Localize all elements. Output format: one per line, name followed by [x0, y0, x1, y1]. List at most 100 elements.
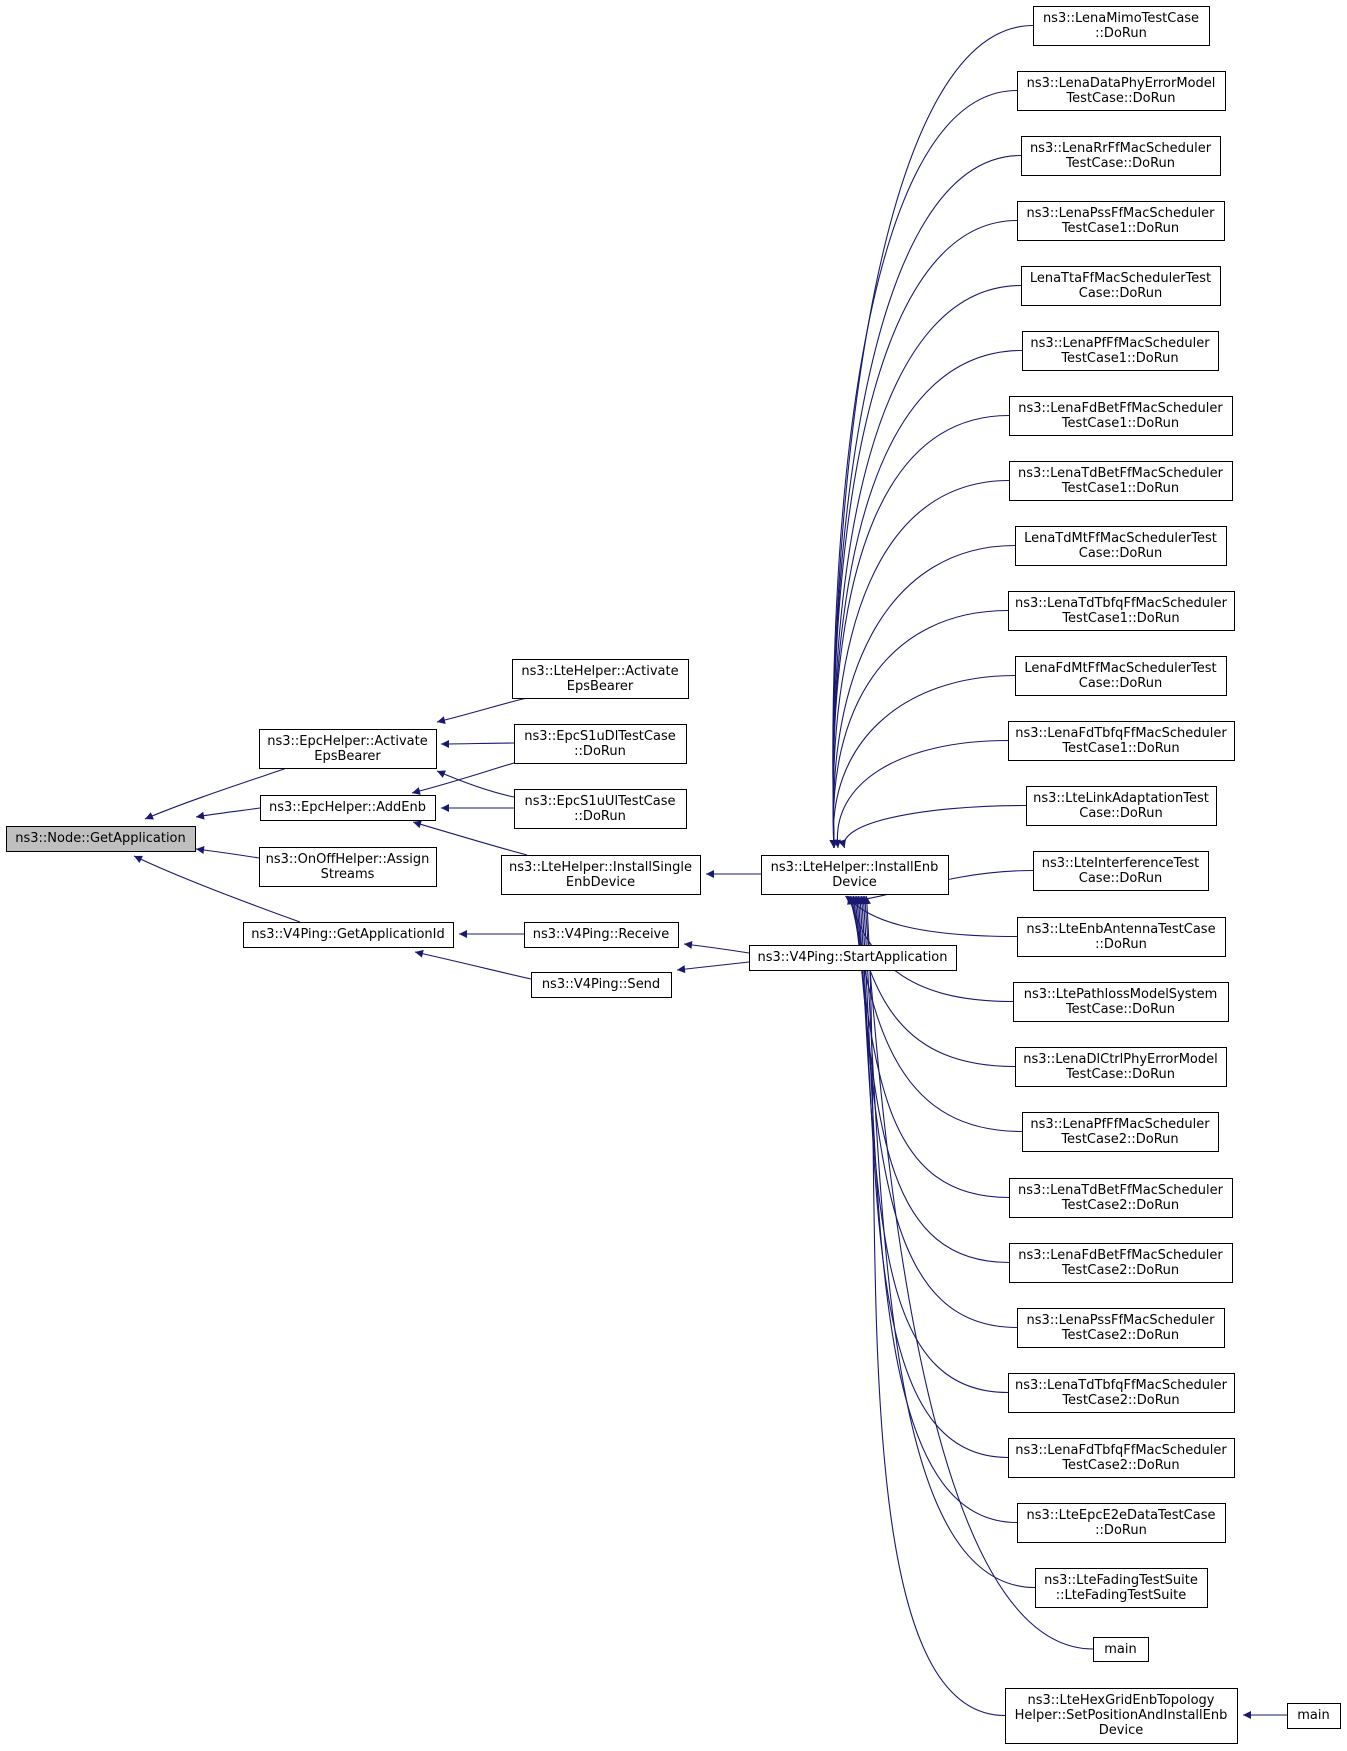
node-label-line: LenaTtaFfMacSchedulerTest: [1029, 270, 1212, 286]
edge-v4ping-start-to-v4ping-send: [676, 961, 750, 974]
node-box-lteinterference: [1033, 851, 1209, 891]
node-label-line: Case::DoRun: [1078, 545, 1163, 561]
node-label-line: TestCase1::DoRun: [1062, 610, 1180, 626]
node-box-main1: [1093, 1637, 1149, 1662]
node-label-line: ns3::LenaTdTbfqFfMacScheduler: [1015, 595, 1227, 611]
node-v4ping-receive[interactable]: ns3::V4Ping::Receive: [524, 922, 678, 947]
node-label-line: TestCase2::DoRun: [1061, 1262, 1180, 1278]
node-box-ltehexgrid: [1005, 1688, 1238, 1744]
edge-lenapss1-to-ltehelper-installenb: [829, 219, 1018, 849]
node-box-lenafdtbfq2: [1008, 1438, 1235, 1478]
node-box-lenadataphy: [1017, 71, 1226, 111]
node-label-line: TestCase2::DoRun: [1062, 1392, 1180, 1408]
edge-lenatdtbfq2-to-ltehelper-installenb: [854, 895, 1009, 1394]
node-label-line: ::DoRun: [574, 743, 626, 759]
node-label-line: ns3::LenaRrFfMacScheduler: [1029, 140, 1212, 156]
node-lteenbantenna[interactable]: ns3::LteEnbAntennaTestCase::DoRun: [1017, 917, 1225, 956]
node-label-line: ns3::EpcS1uDlTestCase: [524, 728, 676, 744]
node-label-line: Streams: [320, 866, 375, 882]
node-label-line: ns3::LenaPfFfMacScheduler: [1030, 335, 1210, 351]
node-label-line: ns3::LenaTdBetFfMacScheduler: [1018, 465, 1223, 481]
node-epcs1uul[interactable]: ns3::EpcS1uUlTestCase::DoRun: [514, 789, 686, 828]
node-label-line: Device: [832, 874, 877, 890]
node-label-line: ns3::LenaTdTbfqFfMacScheduler: [1015, 1377, 1227, 1393]
node-box-lenatta: [1021, 266, 1221, 306]
node-box-v4ping-receive: [524, 922, 679, 948]
node-epcs1udl[interactable]: ns3::EpcS1uDlTestCase::DoRun: [514, 724, 686, 763]
node-lenamimo[interactable]: ns3::LenaMimoTestCase::DoRun: [1033, 6, 1209, 45]
node-label-line: ns3::Node::GetApplication: [15, 831, 186, 846]
node-label-line: TestCase::DoRun: [1066, 90, 1176, 106]
node-label-line: ns3::LteHexGridEnbTopology: [1027, 1693, 1215, 1708]
node-label-line: TestCase::DoRun: [1065, 155, 1176, 171]
node-label-line: TestCase1::DoRun: [1061, 220, 1180, 236]
edge-lenafdbet1-to-ltehelper-installenb: [829, 414, 1010, 849]
edge-ltehexgrid-to-ltehelper-installenb: [862, 895, 1006, 1717]
node-label-line: TestCase1::DoRun: [1062, 740, 1180, 756]
node-ltefading[interactable]: ns3::LteFadingTestSuite::LteFadingTestSu…: [1035, 1568, 1207, 1607]
edge-lenafdtbfq1-to-ltehelper-installenb: [833, 739, 1009, 849]
node-label-line: ::DoRun: [574, 808, 626, 824]
node-label-line: ns3::OnOffHelper::Assign: [265, 851, 430, 867]
node-label-line: LenaTdMtFfMacSchedulerTest: [1024, 530, 1217, 546]
node-label-line: ::DoRun: [1095, 1522, 1147, 1538]
node-box-lenafdbet1: [1009, 396, 1233, 436]
node-v4ping-send[interactable]: ns3::V4Ping::Send: [531, 972, 671, 997]
edge-onoffhelper-assign-to-node-getapplication: [195, 846, 260, 859]
node-v4ping-start[interactable]: ns3::V4Ping::StartApplication: [749, 945, 956, 970]
edge-epchelper-activate-to-node-getapplication: [144, 767, 288, 820]
node-box-lenapf2: [1022, 1112, 1219, 1152]
node-label-line: main: [1104, 1641, 1137, 1657]
edge-lteenbantenna-to-ltehelper-installenb: [846, 895, 1018, 938]
edge-ltehelper-installsingle-to-epchelper-addenb: [412, 820, 528, 856]
node-box-ltelinkadapt: [1026, 786, 1217, 826]
node-lteepce2e[interactable]: ns3::LteEpcE2eDataTestCase::DoRun: [1017, 1503, 1225, 1542]
edges-group: [133, 24, 1287, 1719]
node-main2[interactable]: main: [1287, 1703, 1340, 1728]
edge-lteepce2e-to-ltehelper-installenb: [858, 895, 1018, 1524]
node-box-lenamimo: [1033, 6, 1210, 46]
node-box-ltehelper-activate: [512, 659, 689, 699]
node-v4ping-getappid[interactable]: ns3::V4Ping::GetApplicationId: [243, 922, 453, 947]
edge-lenatdtbfq1-to-ltehelper-installenb: [829, 609, 1009, 849]
node-box-ltehelper-installsingle: [501, 855, 701, 895]
edge-epcs1udl-to-epchelper-activate: [440, 739, 515, 748]
node-label-line: ns3::LteInterferenceTest: [1041, 855, 1200, 871]
edge-v4ping-getappid-to-node-getapplication: [133, 855, 301, 923]
node-epchelper-addenb[interactable]: ns3::EpcHelper::AddEnb: [260, 795, 435, 820]
node-main1[interactable]: main: [1093, 1637, 1148, 1661]
node-box-ltefading: [1035, 1568, 1208, 1608]
nodes-group: [6, 6, 1341, 1744]
node-node-getapplication[interactable]: ns3::Node::GetApplication: [6, 826, 195, 851]
node-box-lenatdmt: [1015, 526, 1227, 566]
node-label-line: TestCase2::DoRun: [1062, 1457, 1180, 1473]
node-box-v4ping-start: [749, 945, 957, 971]
